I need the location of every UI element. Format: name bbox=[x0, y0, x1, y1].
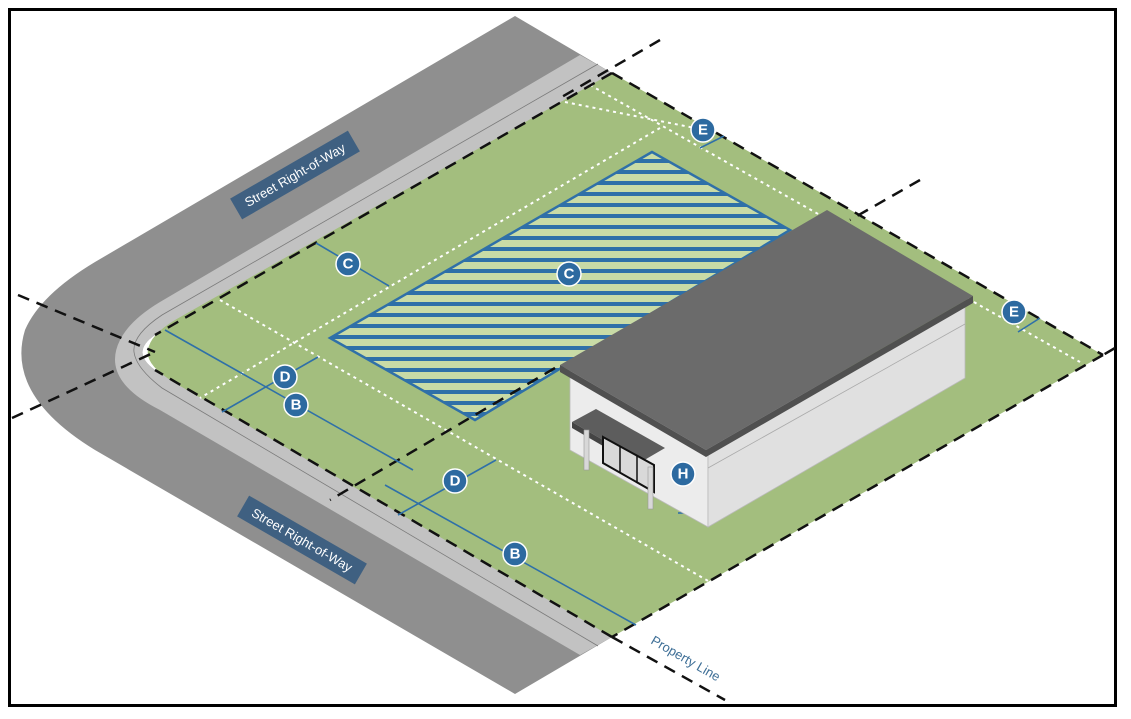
buildable-area-outline bbox=[327, 150, 793, 422]
svg-text:C: C bbox=[564, 266, 575, 283]
svg-text:E: E bbox=[1009, 304, 1019, 321]
svg-text:B: B bbox=[510, 546, 521, 563]
diagram-frame bbox=[8, 8, 1117, 707]
property-line-label: Property Line bbox=[649, 633, 723, 685]
building bbox=[560, 210, 973, 528]
badge-h-height: H bbox=[670, 461, 696, 487]
svg-text:C: C bbox=[343, 256, 354, 273]
entrance-canopy bbox=[572, 409, 665, 462]
building-roof bbox=[560, 210, 973, 450]
svg-text:E: E bbox=[698, 122, 708, 139]
badge-d-bottom: D bbox=[442, 468, 468, 494]
badge-c-area: C bbox=[556, 261, 582, 287]
buildable-area bbox=[330, 152, 790, 420]
badge-c-setback: C bbox=[335, 251, 361, 277]
badge-b-bottom: B bbox=[502, 541, 528, 567]
canopy-post bbox=[583, 429, 590, 471]
badge-b-left: B bbox=[283, 392, 309, 418]
svg-text:H: H bbox=[678, 466, 689, 483]
svg-text:B: B bbox=[291, 397, 302, 414]
badge-d-left: D bbox=[272, 364, 298, 390]
badge-e-right: E bbox=[1001, 299, 1027, 325]
svg-text:D: D bbox=[280, 369, 291, 386]
canopy-post bbox=[647, 466, 654, 510]
badge-e-top: E bbox=[690, 117, 716, 143]
entrance-door bbox=[602, 435, 655, 494]
svg-text:D: D bbox=[450, 473, 461, 490]
curb-edge bbox=[133, 63, 599, 647]
